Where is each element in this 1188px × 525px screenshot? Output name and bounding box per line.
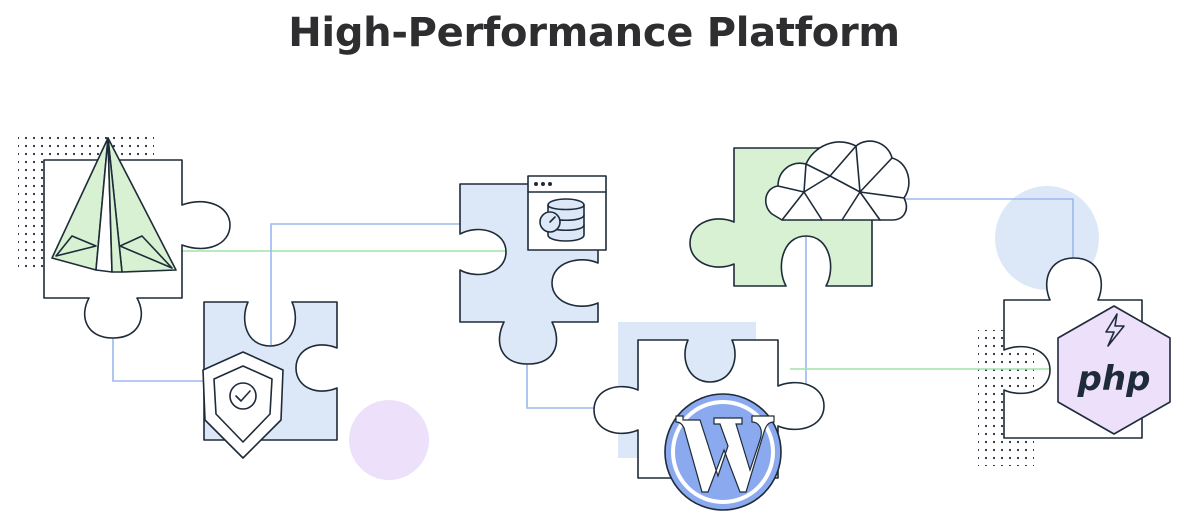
cloud-icon bbox=[765, 140, 910, 221]
shield-check-icon bbox=[202, 351, 284, 459]
decor-circle-purple bbox=[349, 400, 429, 480]
connector-shield-to-database bbox=[270, 223, 528, 345]
puzzle-piece-wordpress bbox=[593, 339, 825, 511]
php-lightning-icon: php bbox=[1057, 305, 1171, 435]
connector-database-to-wordpress bbox=[526, 360, 606, 409]
puzzle-piece-security bbox=[202, 301, 338, 459]
puzzle-piece-paper-plane bbox=[43, 137, 231, 339]
php-label: php bbox=[1077, 359, 1151, 399]
connector-plane-to-shield bbox=[112, 332, 204, 382]
paper-plane-icon bbox=[51, 137, 177, 273]
puzzle-piece-database bbox=[459, 175, 607, 365]
puzzle-piece-cloud bbox=[689, 140, 910, 287]
page-title: High-Performance Platform bbox=[288, 10, 900, 56]
wordpress-logo-icon bbox=[664, 393, 782, 511]
puzzle-piece-php: php bbox=[1003, 257, 1171, 439]
database-speed-window-icon bbox=[527, 175, 607, 251]
